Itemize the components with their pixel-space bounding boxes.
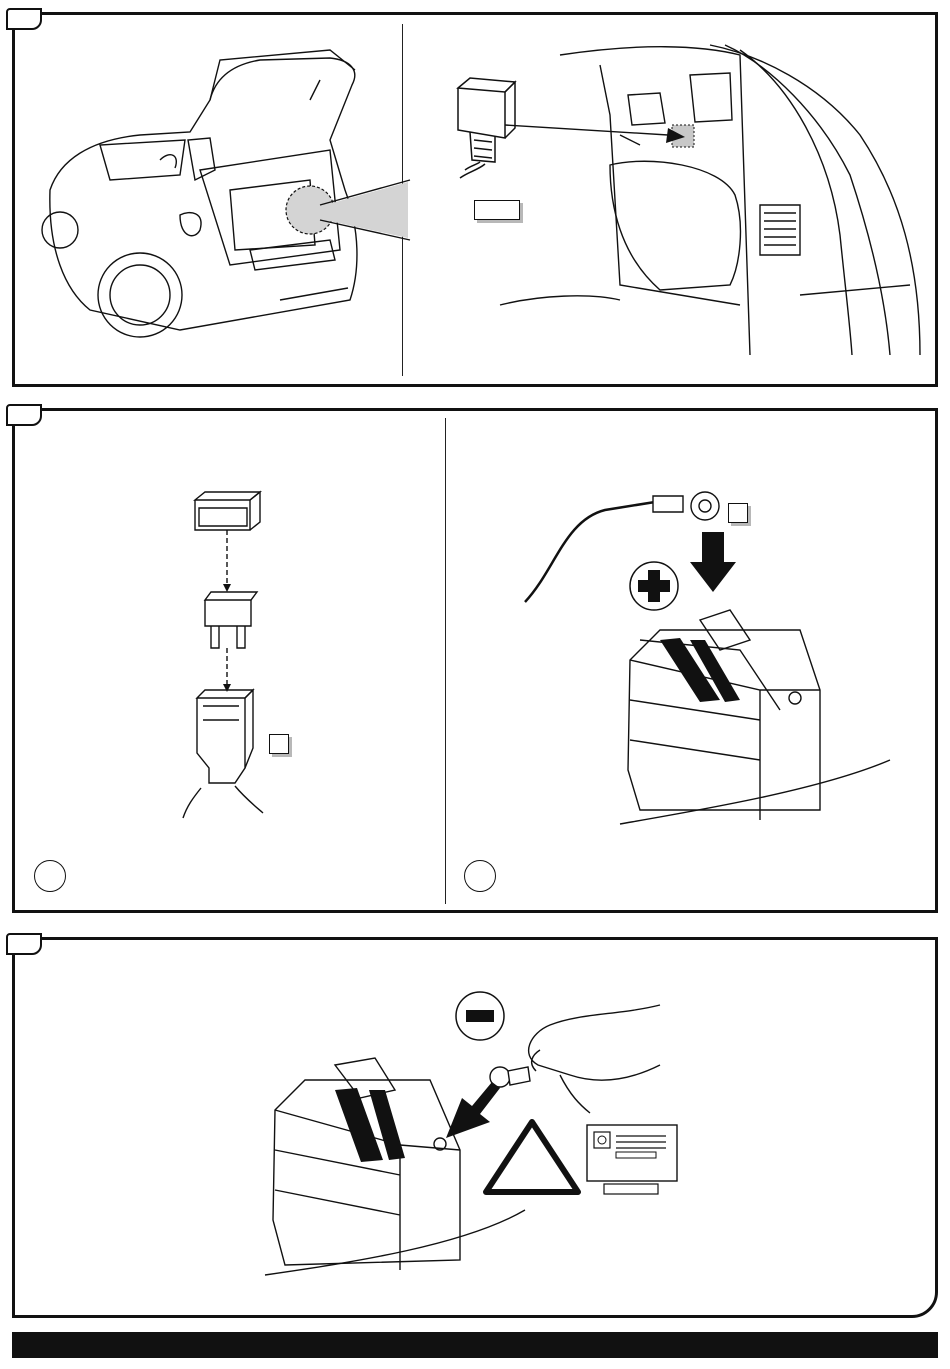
step-b-circle (464, 860, 496, 892)
insert-arrow-icon (688, 532, 738, 594)
panel-1-tab (6, 8, 42, 30)
plus-icon (626, 558, 682, 614)
step-a-circle (34, 860, 66, 892)
radio-code-icon (586, 1124, 680, 1196)
panel-2-divider (445, 418, 446, 904)
footer-bar (12, 1332, 938, 1358)
car-rear-illustration (30, 40, 410, 360)
fuse-assembly-illustration (175, 488, 275, 818)
panel-3-tab (6, 933, 42, 955)
battery-positive-illustration (620, 610, 900, 830)
trunk-side-panel-illustration (500, 25, 930, 375)
ring-terminal-badge (728, 503, 748, 523)
panel-2-tab (6, 404, 42, 426)
fuse-badge (269, 734, 289, 754)
warning-triangle-icon (482, 1118, 582, 1198)
